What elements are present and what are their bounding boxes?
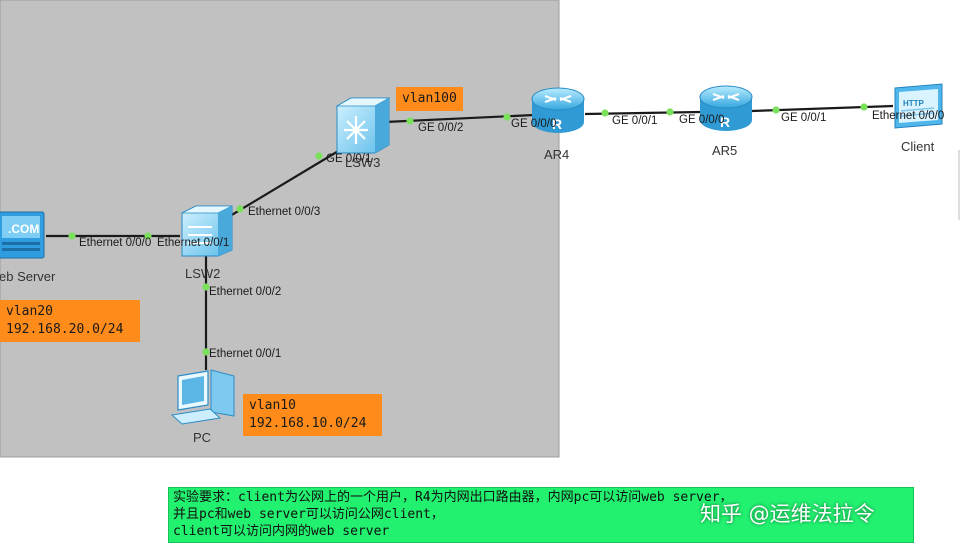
svg-text:R: R xyxy=(720,114,730,130)
lsw2-device[interactable]: LSW2 xyxy=(181,205,233,281)
port-dot-lsw3-ge2 xyxy=(406,117,414,125)
switch-icon xyxy=(181,205,233,257)
note-vlan20: vlan20 192.168.20.0/24 xyxy=(0,300,140,342)
note-vlan10: vlan10 192.168.10.0/24 xyxy=(243,394,382,436)
port-labels: Ethernet 0/0/0 Ethernet 0/0/1 Ethernet 0… xyxy=(79,110,944,360)
internal-network-area xyxy=(0,0,560,458)
port-dots xyxy=(68,103,868,356)
ar5-device[interactable]: R AR5 xyxy=(699,85,753,158)
l3-switch-icon xyxy=(335,97,391,154)
svg-text:.COM: .COM xyxy=(8,222,39,236)
requirement-line-1: 实验要求：client为公网上的一个用户，R4为内网出口路由器，内网pc可以访问… xyxy=(173,490,733,505)
web-server-device[interactable]: .COM eb Server xyxy=(0,211,56,284)
server-icon: .COM xyxy=(0,211,45,259)
client-icon: HTTP xyxy=(894,83,943,129)
port-dot-web xyxy=(68,232,76,240)
port-label-lsw3-ge1: GE 0/0/1 xyxy=(326,153,371,165)
port-dot-ar4-ge1 xyxy=(601,109,609,117)
pc-device[interactable]: PC xyxy=(170,369,235,445)
lsw2-label: LSW2 xyxy=(185,266,220,281)
port-label-lsw3-ge2: GE 0/0/2 xyxy=(418,122,463,134)
client-device[interactable]: HTTP Client xyxy=(894,83,943,154)
port-label-lsw2-eth2: Ethernet 0/0/2 xyxy=(209,286,281,298)
pc-icon xyxy=(170,369,235,425)
router-icon: R xyxy=(531,87,585,133)
port-label-lsw2-eth1: Ethernet 0/0/1 xyxy=(157,237,229,249)
port-dot-client xyxy=(860,103,868,111)
port-label-ar4-ge1: GE 0/0/1 xyxy=(612,115,657,127)
client-label: Client xyxy=(901,139,935,154)
port-label-ar4-ge0: GE 0/0/0 xyxy=(511,118,556,130)
ar5-label: AR5 xyxy=(712,143,737,158)
port-label-pc-eth1: Ethernet 0/0/1 xyxy=(209,348,281,360)
experiment-requirement-box: 实验要求：client为公网上的一个用户，R4为内网出口路由器，内网pc可以访问… xyxy=(168,487,914,543)
requirement-line-3: client可以访问内网的web server xyxy=(173,524,390,539)
port-label-web-eth: Ethernet 0/0/0 xyxy=(79,237,151,249)
ar4-device[interactable]: R AR4 xyxy=(531,87,585,162)
watermark: 知乎 @运维法拉令 xyxy=(700,502,875,526)
requirement-line-2: 并且pc和web server可以访问公网client， xyxy=(173,507,444,522)
port-dot-ar5-ge1 xyxy=(772,106,780,114)
lsw3-device[interactable]: LSW3 xyxy=(335,97,391,170)
svg-text:HTTP: HTTP xyxy=(903,99,925,108)
port-dot-ar5-ge0 xyxy=(666,108,674,116)
note-vlan100: vlan100 xyxy=(396,87,463,111)
port-label-ar5-ge0: GE 0/0/0 xyxy=(679,114,724,126)
lsw3-label: LSW3 xyxy=(345,155,380,170)
port-dot-pc-eth1 xyxy=(202,348,210,356)
port-label-client-eth: Ethernet 0/0/0 xyxy=(872,110,944,122)
router-icon: R xyxy=(699,85,753,131)
port-dot-lsw3-ge1 xyxy=(315,152,323,160)
port-label-lsw2-eth3: Ethernet 0/0/3 xyxy=(248,206,320,218)
port-dot-lsw2-eth1 xyxy=(144,232,152,240)
ar4-label: AR4 xyxy=(544,147,569,162)
port-dot-lsw2-eth3 xyxy=(236,205,244,213)
port-dot-ar4-ge0 xyxy=(503,113,511,121)
svg-text:R: R xyxy=(552,116,562,132)
web-server-label: eb Server xyxy=(0,269,56,284)
port-dot-lsw2-eth2 xyxy=(202,283,210,291)
pc-label: PC xyxy=(193,430,211,445)
port-label-ar5-ge1: GE 0/0/1 xyxy=(781,112,826,124)
